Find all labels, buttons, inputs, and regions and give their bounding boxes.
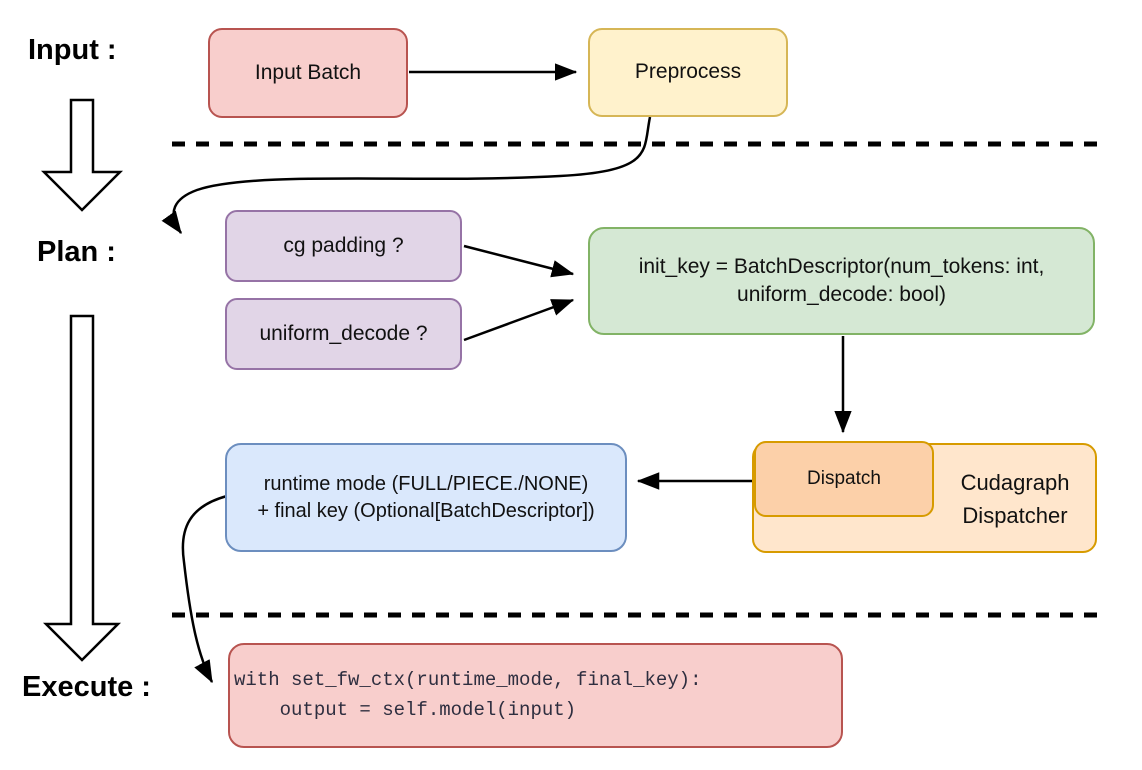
plan-stage-label: Plan :	[37, 236, 116, 268]
cg-padding-label: cg padding ?	[283, 233, 404, 257]
execute-code-node: with set_fw_ctx(runtime_mode, final_key)…	[228, 643, 843, 748]
input-batch-label: Input Batch	[254, 60, 362, 84]
runtime-mode-label-line2: + final key (Optional[BatchDescriptor])	[257, 499, 595, 522]
execute-stage-label: Execute :	[22, 671, 151, 703]
uniform-decode-node: uniform_decode ?	[225, 298, 462, 370]
arrow-cg-padding-to-init-key	[463, 244, 575, 278]
input-batch-node: Input Batch	[208, 28, 408, 118]
plan-stage-down-arrow	[42, 314, 122, 662]
input-stage-down-arrow	[40, 98, 124, 212]
runtime-mode-label-line1: runtime mode (FULL/PIECE./NONE)	[263, 472, 589, 495]
init-key-label-line1: init_key = BatchDescriptor(num_tokens: i…	[638, 254, 1045, 278]
init-key-node: init_key = BatchDescriptor(num_tokens: i…	[588, 227, 1095, 335]
init-key-label-line2: uniform_decode: bool)	[737, 283, 946, 306]
preprocess-node: Preprocess	[588, 28, 788, 117]
dispatch-label: Dispatch	[807, 468, 881, 490]
cudagraph-dispatcher-label-line1: Cudagraph	[960, 470, 1070, 495]
runtime-mode-node: runtime mode (FULL/PIECE./NONE) + final …	[225, 443, 627, 552]
cudagraph-dispatcher-label: Cudagraph Dispatcher	[935, 466, 1095, 532]
arrow-uniform-decode-to-init-key	[463, 298, 575, 342]
execute-code-line1: with set_fw_ctx(runtime_mode, final_key)…	[234, 669, 702, 692]
cudagraph-dispatcher-label-line2: Dispatcher	[962, 503, 1068, 528]
input-stage-label: Input :	[28, 34, 117, 66]
execute-code-line2: output = self.model(input)	[234, 698, 577, 721]
uniform-decode-label: uniform_decode ?	[259, 321, 428, 345]
dispatch-node: Dispatch	[754, 441, 934, 517]
arrow-runtime-mode-to-execute-code	[181, 494, 228, 684]
cg-padding-node: cg padding ?	[225, 210, 462, 282]
preprocess-label: Preprocess	[634, 60, 742, 84]
